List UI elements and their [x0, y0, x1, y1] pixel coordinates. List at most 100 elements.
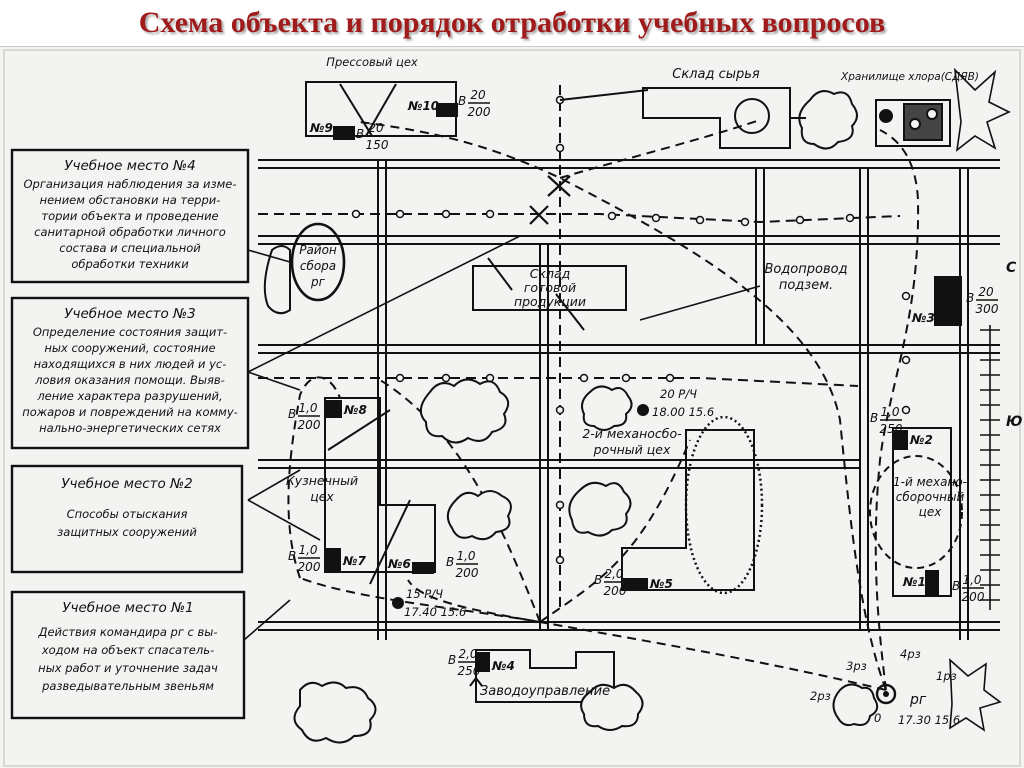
- assembly-area-label: Район: [299, 243, 337, 257]
- fraction-numerator: 1,0: [298, 401, 317, 415]
- recon-team-4-label: 4рз: [900, 647, 921, 661]
- forge-shop-label: цех: [310, 489, 334, 504]
- station-4-title: Учебное место №4: [64, 158, 195, 174]
- raw-warehouse: [642, 87, 791, 149]
- shelter-3-label: №3: [911, 311, 935, 325]
- assembly-shop-1: [892, 427, 952, 597]
- shelter-8-label: №8: [343, 403, 367, 417]
- assembly-area-oval: [290, 222, 346, 302]
- station-4-line: нением обстановки на терри-: [40, 193, 221, 207]
- radiation-time-label: 18.00 15.6: [652, 405, 714, 419]
- fraction-denominator: 200: [468, 105, 491, 119]
- station-4-line: тории объекта и проведение: [41, 209, 218, 223]
- press-shop-label: Прессовый цех: [326, 55, 418, 69]
- movement-routes: [287, 119, 963, 691]
- recon-team-1-label: 1рз: [936, 669, 957, 683]
- road-grid: [258, 159, 1000, 640]
- station-1-line: Действия командира рг с вы-: [37, 625, 217, 639]
- fraction-numerator: 20: [368, 121, 384, 135]
- station-1-title: Учебное место №1: [62, 600, 193, 616]
- fraction-denominator: 250: [880, 422, 903, 436]
- object-scheme-diagram: Учебное место №4 Организация наблюдения …: [3, 49, 1022, 767]
- fraction-denominator: 200: [298, 418, 321, 432]
- goods-warehouse-label: продукции: [514, 294, 586, 309]
- fraction-numerator: 2,0: [458, 647, 477, 661]
- station-2-box: Учебное место №2 Способы отыскания защит…: [57, 476, 197, 539]
- station-4-line: обработки техники: [71, 257, 189, 271]
- station-4-line: состава и специальной: [59, 241, 201, 255]
- title-bar: Схема объекта и порядок отработки учебны…: [0, 0, 1024, 47]
- shelter-2-label: №2: [909, 433, 933, 447]
- station-2-line: Способы отыскания: [67, 507, 188, 521]
- fraction-denominator: 250: [458, 664, 481, 678]
- radiation-time-label: 17.40 15.6: [404, 605, 466, 619]
- shelter-1-label: №1: [902, 575, 926, 589]
- shelter-6-label: №6: [387, 557, 411, 571]
- fraction-prefix: В: [952, 579, 960, 593]
- station-4-box: Учебное место №4 Организация наблюдения …: [23, 158, 236, 271]
- shelter-5-label: №5: [649, 577, 673, 591]
- fraction-prefix: В: [870, 411, 878, 425]
- assembly-shop-1-label: сборочный: [896, 490, 965, 504]
- chlorine-storage: [875, 99, 951, 147]
- goods-warehouse-label: Склад: [530, 266, 571, 281]
- station-3-line: нально-энергетических сетях: [39, 421, 221, 435]
- fraction-prefix: В: [594, 573, 602, 587]
- assembly-area-label: сбора: [300, 259, 336, 273]
- station-3-line: ловия оказания помощи. Выяв-: [34, 373, 225, 387]
- fraction-numerator: 1,0: [880, 405, 899, 419]
- recon-team-2-label: 2рз: [810, 689, 831, 703]
- radiation-level-label: 15 Р/Ч: [406, 587, 443, 601]
- fraction-numerator: 20: [470, 88, 486, 102]
- station-4-line: Организация наблюдения за изме-: [23, 177, 236, 191]
- fraction-annotation: В 20 200: [458, 88, 491, 119]
- fraction-numerator: 1,0: [298, 543, 317, 557]
- station-1-line: разведывательным звеньям: [41, 679, 214, 693]
- fraction-numerator: 2,0: [604, 567, 623, 581]
- fraction-denominator: 300: [976, 302, 999, 316]
- fraction-prefix: В: [356, 127, 364, 141]
- shelter-markers: [325, 103, 962, 672]
- radiation-level-label: 20 Р/Ч: [660, 387, 697, 401]
- north-label: С: [1006, 260, 1017, 276]
- shelter-7-label: №7: [342, 554, 366, 568]
- station-3-line: ление характера разрушений,: [36, 389, 222, 403]
- water-pipe-label: подзем.: [779, 278, 833, 293]
- fraction-prefix: В: [446, 555, 454, 569]
- origin-zero-label: 0: [874, 711, 881, 725]
- rescue-group-time: 17.30 15.6: [898, 713, 960, 727]
- goods-warehouse-label: готовой: [524, 280, 576, 295]
- station-1-line: ходом на объект спасатель-: [41, 643, 214, 657]
- fraction-denominator: 200: [298, 560, 321, 574]
- station-1-line: ных работ и уточнение задач: [38, 661, 218, 675]
- chlorine-storage-label: Хранилище хлора(СДЯВ): [840, 71, 979, 83]
- fraction-prefix: В: [458, 94, 466, 108]
- fraction-prefix: В: [448, 653, 456, 667]
- shelter-9-label: №9: [309, 121, 333, 135]
- fraction-numerator: 20: [978, 285, 994, 299]
- fraction-prefix: В: [966, 291, 974, 305]
- fraction-annotation: В 20 300: [966, 285, 999, 316]
- station-3-box: Учебное место №3 Определение состояния з…: [22, 306, 238, 435]
- assembly-shop-1-label: цех: [919, 505, 943, 519]
- tree-clusters: [263, 90, 879, 744]
- admin-building-label: Заводоуправление: [480, 684, 610, 699]
- station-3-line: пожаров и повреждений на комму-: [22, 405, 238, 419]
- station-3-title: Учебное место №3: [64, 306, 195, 322]
- station-3-line: находящихся в них людей и ус-: [34, 357, 227, 371]
- assembly-shop-2-label: 2-й механосбо-: [582, 426, 682, 441]
- station-1-box: Учебное место №1 Действия командира рг с…: [37, 600, 218, 693]
- fraction-numerator: 1,0: [962, 573, 981, 587]
- station-2-title: Учебное место №2: [61, 476, 192, 492]
- fraction-prefix: В: [288, 549, 296, 563]
- assembly-shop-1-label: 1-й механо-: [893, 475, 967, 489]
